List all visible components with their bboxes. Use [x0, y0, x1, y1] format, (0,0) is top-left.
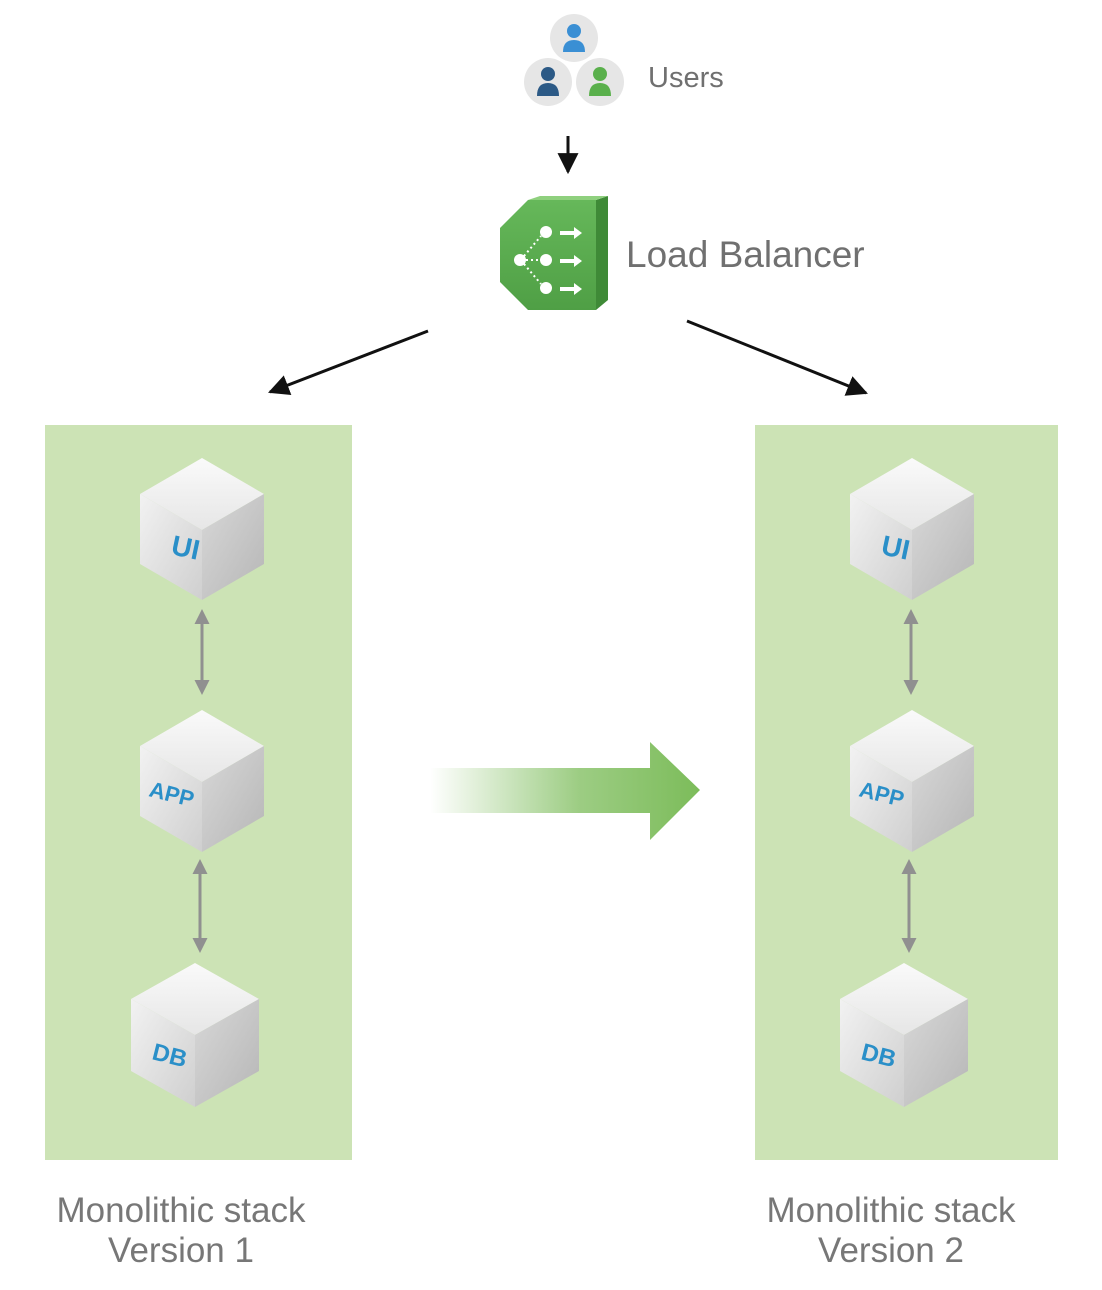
stack-caption-version: Version 2	[818, 1231, 964, 1270]
stack-v1-caption: Monolithic stack Version 1	[16, 1191, 346, 1271]
stack-caption-version: Version 1	[108, 1231, 254, 1270]
ui-cube-v1: UI	[140, 458, 264, 600]
upgrade-arrow	[430, 742, 700, 840]
ui-cube-v2: UI	[850, 458, 974, 600]
users-icon	[524, 14, 624, 106]
stack-caption-title: Monolithic stack	[56, 1191, 306, 1230]
load-balancer-icon	[500, 196, 608, 310]
app-cube-v1: APP	[140, 710, 264, 852]
lb-to-v2-arrow	[686, 319, 868, 396]
app-cube-v2: APP	[850, 710, 974, 852]
db-cube-v2: DB	[840, 963, 968, 1107]
stack-v2-caption: Monolithic stack Version 2	[726, 1191, 1056, 1271]
users-label: Users	[648, 62, 724, 94]
db-cube-v1: DB	[131, 963, 259, 1107]
tier-label: UI	[169, 530, 203, 566]
load-balancer-label: Load Balancer	[626, 234, 865, 275]
tier-label: UI	[879, 530, 913, 566]
lb-to-v1-arrow	[268, 329, 429, 395]
stack-caption-title: Monolithic stack	[766, 1191, 1016, 1230]
